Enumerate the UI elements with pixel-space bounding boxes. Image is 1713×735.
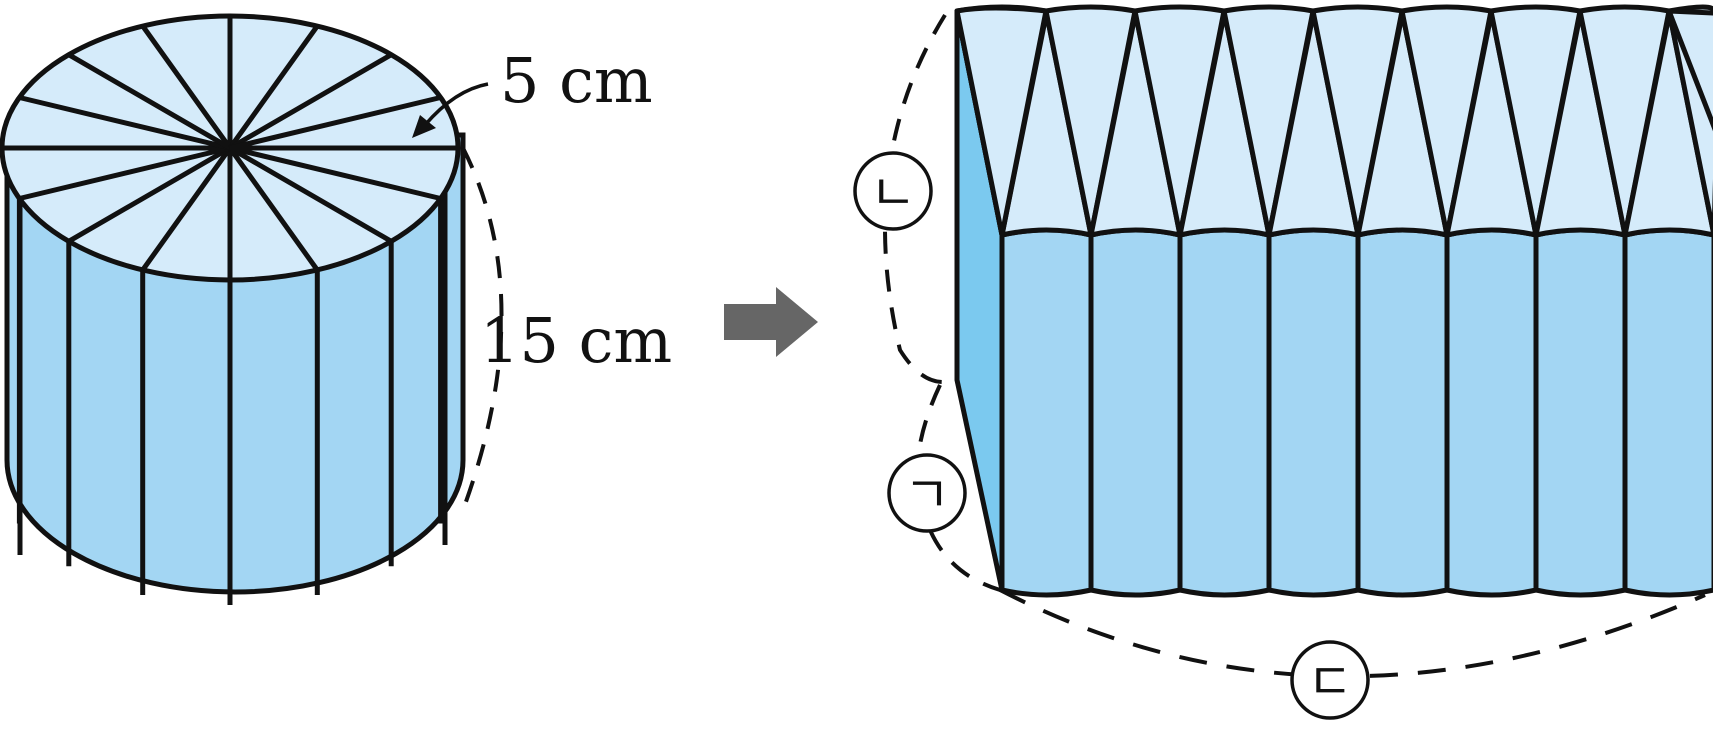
side-strip xyxy=(1355,227,1450,598)
radial-line xyxy=(228,52,393,151)
side-strip xyxy=(1266,227,1361,598)
cylinder-generatrix-lines xyxy=(16,170,448,605)
radius-pointer-arrowhead xyxy=(412,115,436,138)
label-c-text: ㄷ xyxy=(1307,653,1353,711)
radial-line xyxy=(227,146,320,272)
radial-line xyxy=(227,24,320,150)
label-b-marker: ㄴ xyxy=(853,151,933,231)
radial-line xyxy=(67,52,232,151)
side-strip xyxy=(999,227,1094,598)
label-b-text: ㄴ xyxy=(870,164,916,222)
side-strip xyxy=(1533,227,1628,598)
label-c-marker: ㄷ xyxy=(1290,640,1370,720)
side-strips xyxy=(999,227,1713,598)
side-strip xyxy=(1088,227,1183,598)
radius-pointer-arrow xyxy=(423,82,489,127)
radial-line xyxy=(140,146,233,272)
label-a-text: ㄱ xyxy=(904,466,950,524)
radial-line xyxy=(229,95,442,151)
dashed-arc-b xyxy=(883,13,956,384)
radial-line xyxy=(67,145,232,244)
side-strip xyxy=(1622,227,1713,598)
height-dashed-curve xyxy=(461,147,504,511)
cylinder: 5 cm 15 cm xyxy=(0,13,672,605)
unrolled-cylinder: ㄴ ㄱ ㄷ xyxy=(853,4,1713,720)
radial-line xyxy=(18,95,231,151)
top-sector-up xyxy=(1622,10,1713,238)
radial-line xyxy=(18,145,231,201)
radial-line xyxy=(140,24,233,150)
radial-line xyxy=(228,145,393,244)
top-sectors xyxy=(954,4,1713,238)
radius-label: 5 cm xyxy=(500,44,653,117)
transform-arrow xyxy=(724,287,818,357)
cylinder-radial-lines xyxy=(2,16,458,280)
side-strip xyxy=(1444,227,1539,598)
dashed-arc-a xyxy=(915,384,1001,592)
radial-line xyxy=(229,145,442,201)
top-sector-down xyxy=(954,5,1049,238)
height-label: 15 cm xyxy=(480,304,672,377)
side-strip xyxy=(1177,227,1272,598)
label-a-marker: ㄱ xyxy=(887,453,967,533)
